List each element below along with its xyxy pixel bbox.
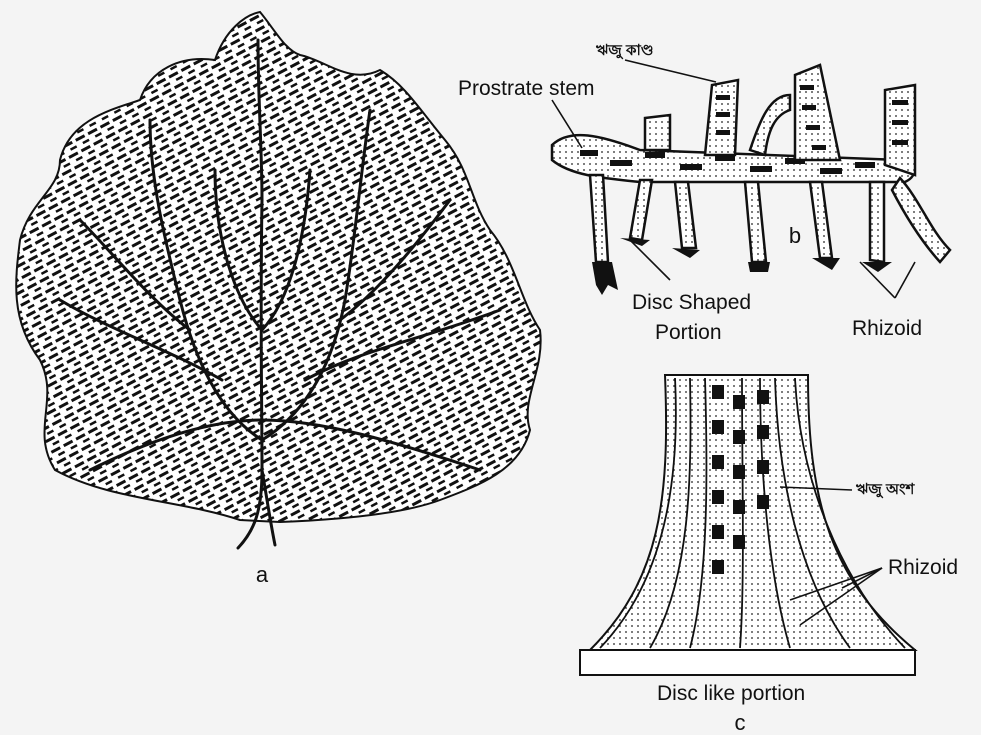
disc-portion-drawing: c bbox=[580, 375, 915, 735]
disc-shaped-portion-label-line2: Portion bbox=[655, 322, 722, 343]
holdfast-body bbox=[590, 375, 915, 650]
prostrate-system-drawing: b bbox=[552, 60, 950, 298]
erect-part-label: ঋজু অংশ bbox=[856, 482, 914, 497]
prostrate-stem-label: Prostrate stem bbox=[458, 78, 595, 99]
rhizoid-label-c: Rhizoid bbox=[888, 557, 958, 578]
panel-a-letter: a bbox=[256, 562, 269, 587]
erect-stem-label: ঋজু কাণ্ড bbox=[596, 43, 654, 58]
rhizoids-b bbox=[590, 175, 950, 262]
panel-c-letter: c bbox=[735, 710, 746, 735]
rhizoid-label-b: Rhizoid bbox=[852, 318, 922, 339]
panel-b-letter: b bbox=[789, 223, 801, 248]
disc-like-portion-label: Disc like portion bbox=[657, 683, 805, 704]
disc-shaped-portion-label-line1: Disc Shaped bbox=[632, 292, 751, 313]
disc-base bbox=[580, 650, 915, 675]
